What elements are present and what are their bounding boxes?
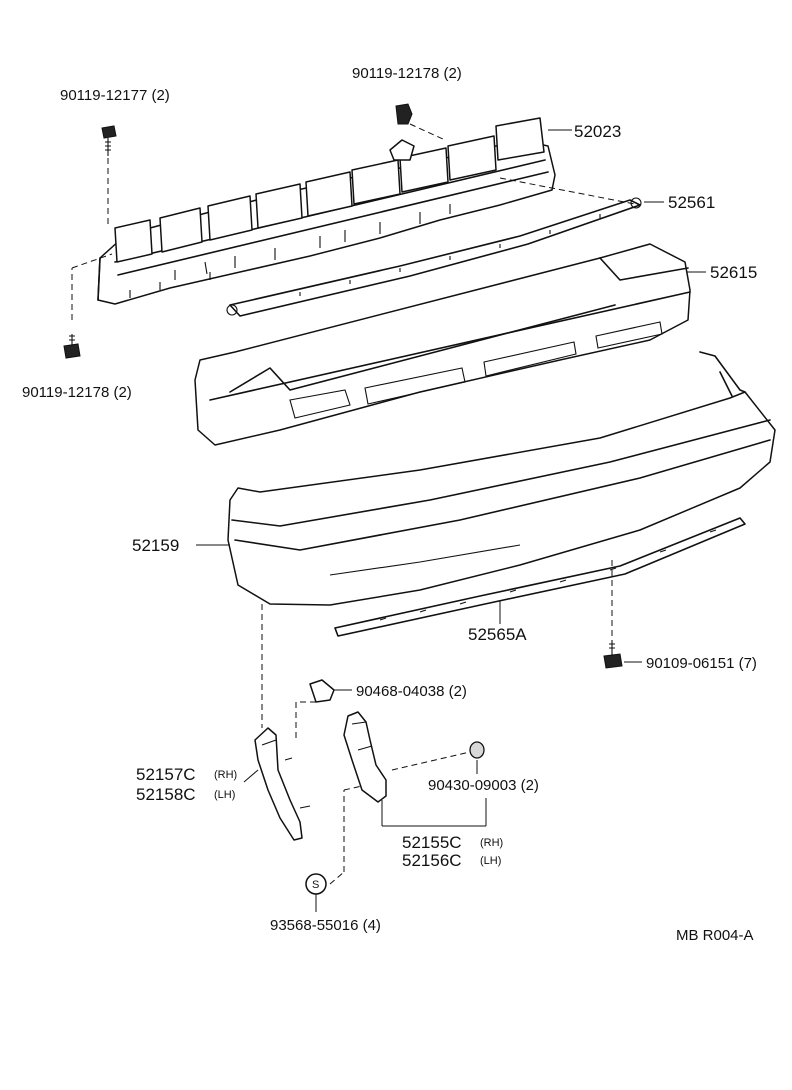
label-90119-12178-left: 90119-12178 (2) bbox=[22, 384, 132, 401]
label-52156C-side: (LH) bbox=[480, 855, 501, 867]
label-90430-09003: 90430-09003 (2) bbox=[428, 777, 539, 794]
bumper-cover-52159 bbox=[227, 351, 776, 606]
label-52157C: 52157C bbox=[136, 765, 196, 784]
screw-symbol-text: S bbox=[312, 879, 319, 891]
label-52155C-side: (RH) bbox=[480, 837, 503, 849]
clip-90468-04038-icon bbox=[309, 679, 335, 703]
label-90119-12177: 90119-12177 (2) bbox=[60, 87, 170, 104]
bolt-90119-12178-left-icon bbox=[63, 334, 81, 359]
label-52156C: 52156C bbox=[402, 851, 462, 870]
nut-90430-09003-icon bbox=[469, 741, 485, 759]
absorber-52615 bbox=[194, 243, 691, 446]
label-52155C: 52155C bbox=[402, 833, 462, 852]
retainer-52565A bbox=[334, 517, 746, 637]
screw-93568-55016-icon: S bbox=[305, 873, 327, 895]
reinforcement-52023 bbox=[97, 117, 556, 305]
label-52615: 52615 bbox=[710, 263, 757, 282]
label-52158C: 52158C bbox=[136, 785, 196, 804]
label-90109-06151: 90109-06151 (7) bbox=[646, 655, 757, 672]
label-90119-12178-top: 90119-12178 (2) bbox=[352, 65, 462, 82]
footer-code: MB R004-A bbox=[676, 927, 754, 944]
label-52023: 52023 bbox=[574, 122, 621, 141]
bracket-52157C bbox=[254, 727, 311, 841]
bracket-52155C bbox=[343, 711, 387, 803]
bolt-90119-12177-icon bbox=[101, 125, 117, 156]
label-52159: 52159 bbox=[132, 536, 179, 555]
nut-90119-12178-top-icon bbox=[395, 103, 413, 125]
label-52565A: 52565A bbox=[468, 625, 527, 644]
label-52158C-side: (LH) bbox=[214, 789, 235, 801]
bolt-90109-06151-icon bbox=[603, 640, 623, 669]
label-52157C-side: (RH) bbox=[214, 769, 237, 781]
label-93568-55016: 93568-55016 (4) bbox=[270, 917, 381, 934]
label-90468-04038: 90468-04038 (2) bbox=[356, 683, 467, 700]
leader-lines bbox=[71, 123, 706, 912]
label-52561: 52561 bbox=[668, 193, 715, 212]
